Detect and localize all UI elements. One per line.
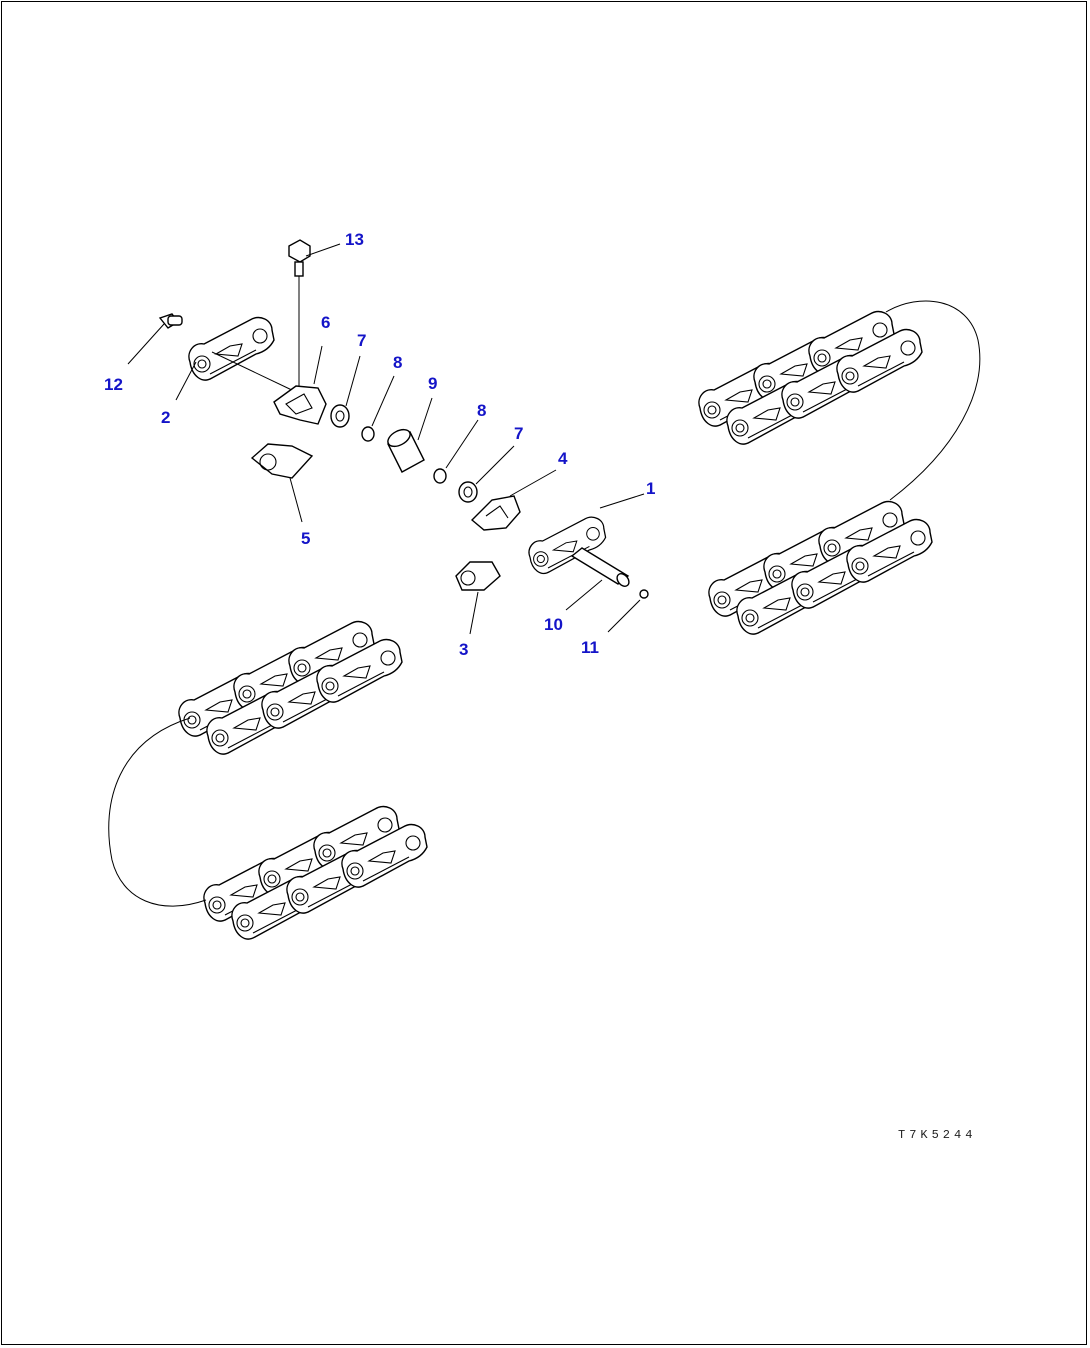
callout-4: 4 [558,449,568,468]
callout-10: 10 [544,615,563,634]
seal-part-7-right [458,445,515,503]
master-link-part-4 [470,469,557,531]
leader-2 [175,361,197,401]
spacer-part-8-right [433,419,479,484]
seal-part-7-left [330,355,361,428]
master-link-part-6 [273,345,327,425]
pin-part-10 [565,547,630,611]
callout-13: 13 [345,230,364,249]
callout-7-right: 7 [514,424,524,443]
callout-5: 5 [301,529,311,548]
callout-8-right: 8 [477,401,487,420]
master-link-part-3 [455,561,501,635]
callout-11: 11 [581,638,599,657]
callout-7-left: 7 [357,331,367,350]
spacer-part-8-left [361,375,395,442]
link-part-2 [188,316,275,381]
chain-upper-right [699,312,922,444]
chain-right-lower [709,502,932,634]
callout-2: 2 [161,408,171,427]
bolt-part-13 [288,239,311,398]
bolt-part-12 [158,313,183,329]
chain-left-upper [179,622,402,754]
callout-12: 12 [104,375,123,394]
drawing-code: T7K5244 [898,1128,977,1142]
leader-13 [305,243,341,257]
callout-9: 9 [428,374,438,393]
callout-6: 6 [321,313,331,332]
master-link-part-5 [250,443,314,523]
continuation-arc-left [108,717,207,907]
chain-left-lower [204,807,427,939]
plug-part-11 [607,589,649,633]
callout-1: 1 [646,479,656,498]
leader-12 [127,323,165,365]
bushing-part-9 [387,397,433,473]
continuation-arc-right [885,300,981,501]
callout-8-left: 8 [393,353,403,372]
callout-3: 3 [459,640,469,659]
